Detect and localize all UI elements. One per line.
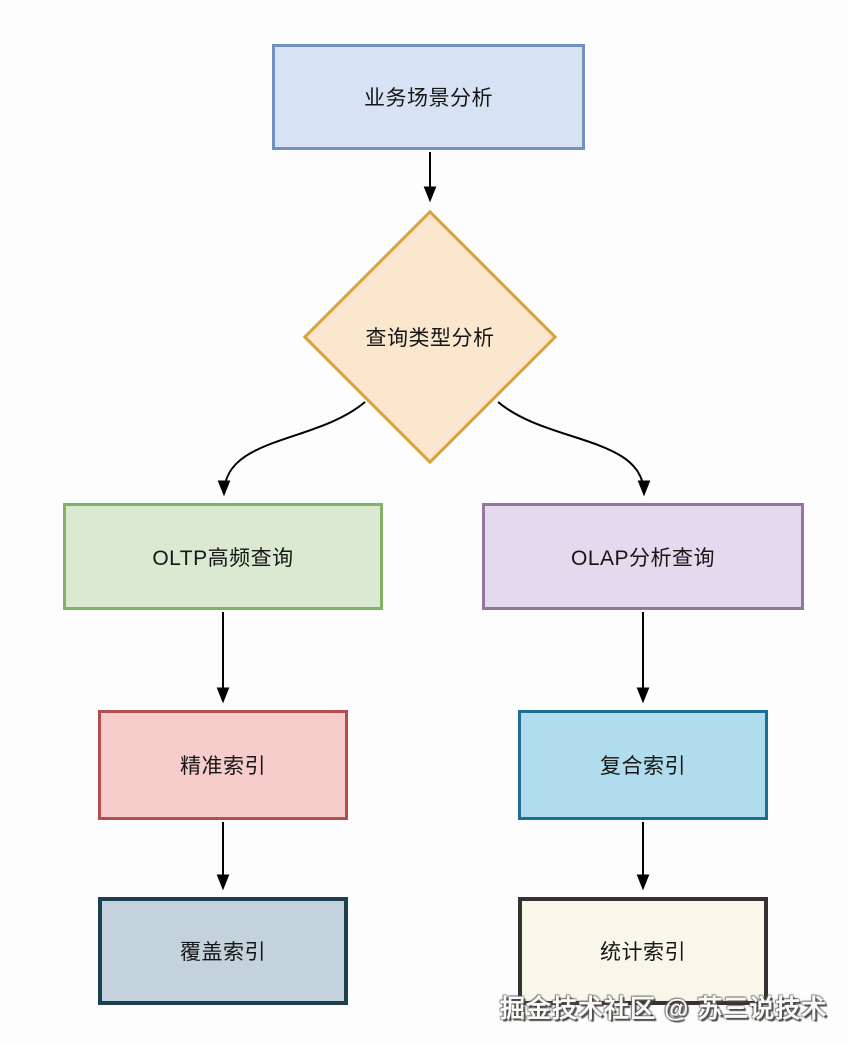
node-business-analysis-label: 业务场景分析 — [364, 87, 493, 110]
node-olap-query: OLAP分析查询 — [482, 503, 804, 610]
node-precise-index-label: 精准索引 — [180, 755, 266, 778]
node-composite-index-label: 复合索引 — [600, 755, 686, 778]
node-covering-index: 覆盖索引 — [98, 897, 348, 1005]
node-statistics-index: 统计索引 — [518, 897, 768, 1005]
node-oltp-query-label: OLTP高频查询 — [152, 546, 294, 570]
node-precise-index: 精准索引 — [98, 710, 348, 820]
node-composite-index: 复合索引 — [518, 710, 768, 820]
node-olap-query-label: OLAP分析查询 — [570, 546, 716, 570]
node-query-type-analysis: 查询类型分析 — [302, 209, 558, 465]
node-query-type-analysis-label: 查询类型分析 — [365, 327, 495, 350]
node-oltp-query: OLTP高频查询 — [63, 503, 383, 610]
watermark: 掘金技术社区 @ 苏三说技术 — [500, 995, 828, 1023]
node-covering-index-label: 覆盖索引 — [180, 941, 266, 964]
node-business-analysis: 业务场景分析 — [272, 44, 585, 150]
node-statistics-index-label: 统计索引 — [600, 941, 686, 964]
arrow-querytype-to-olap — [497, 401, 651, 497]
